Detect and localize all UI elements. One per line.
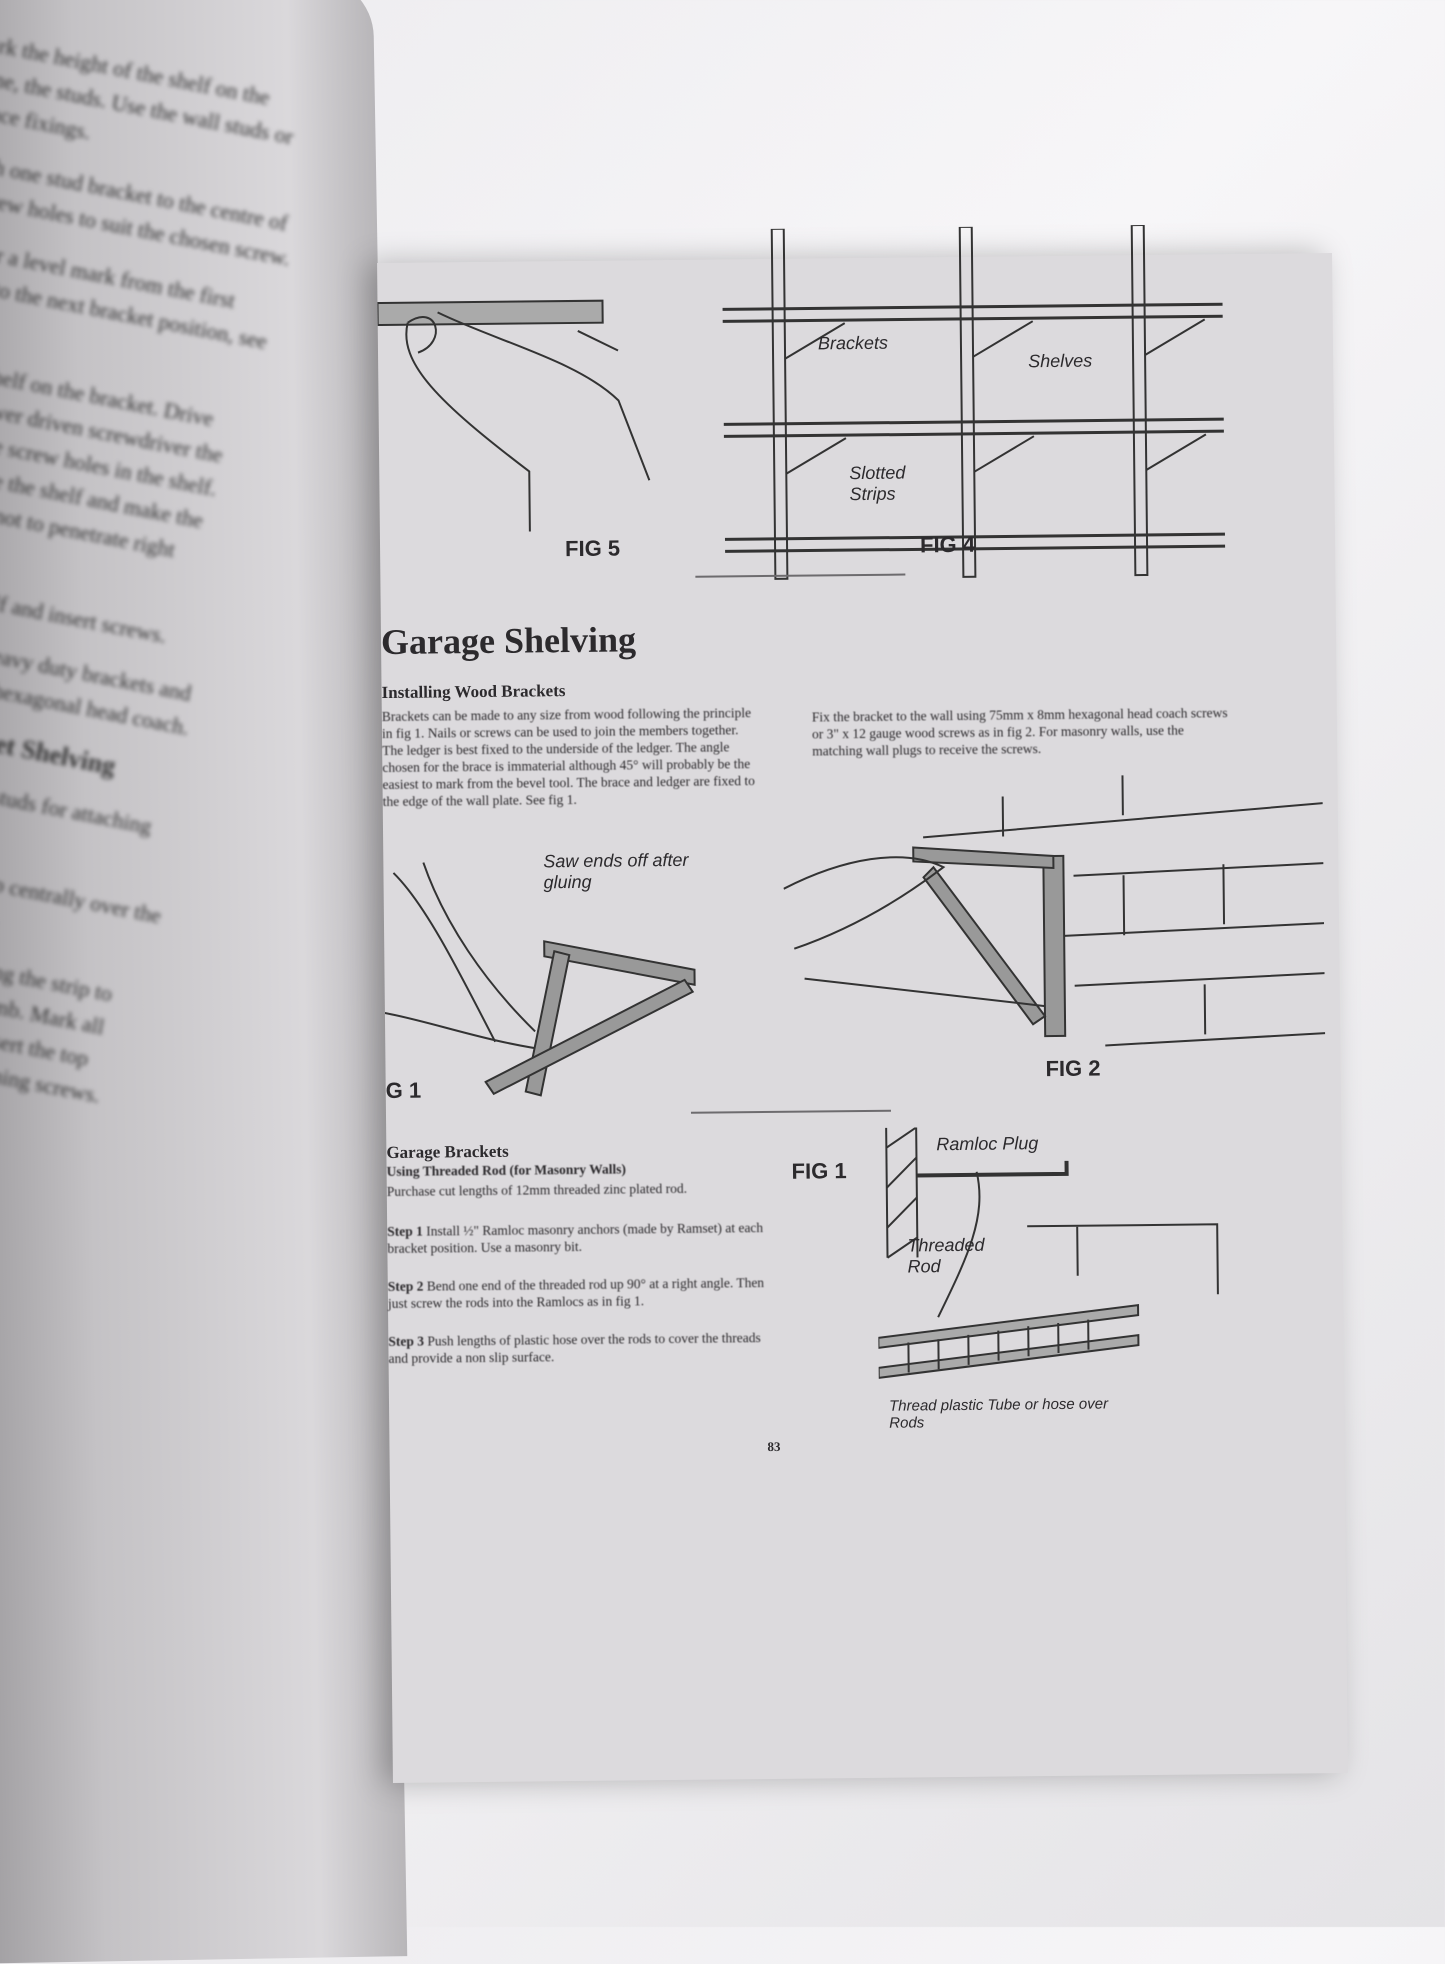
step-text: Push lengths of plastic hose over the ro… <box>388 1330 761 1366</box>
divider <box>690 1109 891 1114</box>
fig2-illustration <box>783 775 1326 1047</box>
wood-brackets-heading: Installing Wood Brackets <box>381 681 566 703</box>
fig4-label-brackets: Brackets <box>817 332 889 354</box>
step-3: Step 3 Push lengths of plastic hose over… <box>388 1329 768 1367</box>
garage-subheading: Using Threaded Rod (for Masonry Walls) <box>386 1161 627 1179</box>
fig1-rod-illustration <box>877 1126 1219 1379</box>
right-page: FIG 5 Brackets Shelves Slotted Strips FI… <box>377 224 1348 1783</box>
step-label: Step 2 <box>387 1278 424 1294</box>
fig4-label-strips: Slotted Strips <box>849 462 906 505</box>
garage-intro: Purchase cut lengths of 12mm threaded zi… <box>386 1180 688 1199</box>
fig1-bracket-illustration <box>384 862 696 1097</box>
step-text: Bend one end of the threaded rod up 90° … <box>387 1275 765 1311</box>
fig4-label: FIG 4 <box>919 531 976 558</box>
garage-brackets-heading: Garage Brackets <box>386 1141 509 1162</box>
fig2-label: FIG 2 <box>1045 1055 1101 1082</box>
fig1-top-label: G 1 <box>385 1077 422 1103</box>
fig4-label-shelves: Shelves <box>1028 350 1093 372</box>
fig4-illustration <box>722 224 1226 580</box>
step-1: Step 1 Install ½" Ramloc masonry anchors… <box>387 1219 767 1257</box>
step-text: Install ½" Ramloc masonry anchors (made … <box>387 1220 764 1256</box>
step-label: Step 1 <box>387 1223 423 1239</box>
plastic-tube-label: Thread plastic Tube or hose over Rods <box>888 1395 1109 1432</box>
fig5-illustration <box>377 299 651 532</box>
step-2: Step 2 Bend one end of the threaded rod … <box>388 1274 768 1312</box>
threaded-rod-label: Threaded Rod <box>907 1234 985 1277</box>
page-number: 83 <box>767 1438 781 1455</box>
wood-brackets-text: Brackets can be made to any size from wo… <box>381 705 755 810</box>
fig5-label: FIG 5 <box>564 535 621 562</box>
fig1-label: FIG 1 <box>791 1158 847 1184</box>
ramloc-plug-label: Ramloc Plug <box>936 1133 1039 1155</box>
left-page: Mark the height of the shelf on the fram… <box>0 0 408 1964</box>
left-page-text: Mark the height of the shelf on the fram… <box>0 23 327 1136</box>
fix-bracket-text: Fix the bracket to the wall using 75mm x… <box>811 705 1228 759</box>
step-label: Step 3 <box>388 1333 425 1349</box>
section-title: Garage Shelving <box>380 619 637 663</box>
